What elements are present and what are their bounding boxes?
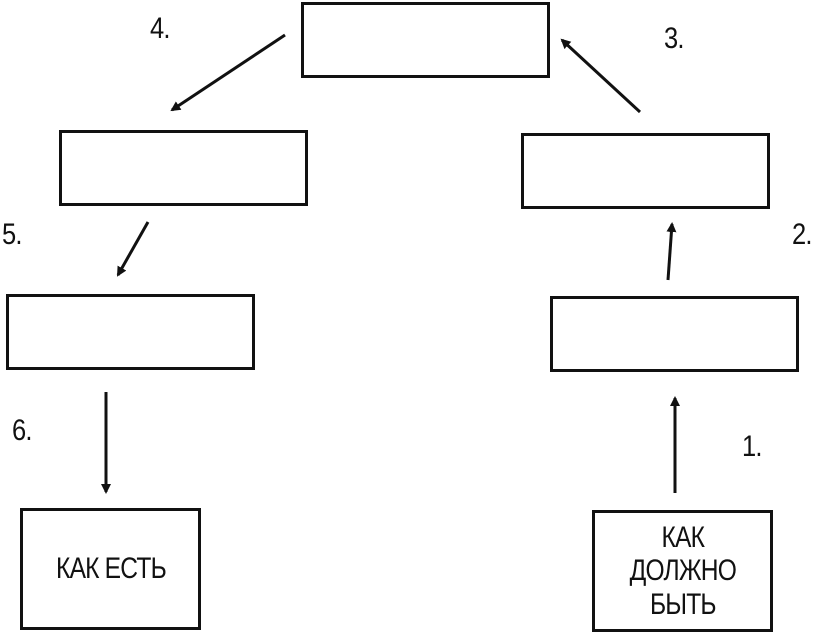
- box-upper-left: [59, 130, 308, 206]
- box-upper-right: [521, 133, 770, 209]
- arrow-step-2: [666, 222, 677, 281]
- step-number-5: 5.: [2, 218, 22, 251]
- step-number-1: 1.: [742, 430, 762, 463]
- step-number-4: 4.: [150, 12, 170, 45]
- box-top: [301, 2, 550, 78]
- arrow-step-3: [560, 38, 642, 114]
- arrow-step-5: [116, 221, 150, 277]
- step-number-6: 6.: [12, 414, 32, 447]
- step-number-2: 2.: [792, 218, 812, 251]
- box-to-be: КАК ДОЛЖНО БЫТЬ: [592, 510, 773, 632]
- step-number-3: 3.: [664, 22, 684, 55]
- box-lower-left: [6, 294, 255, 370]
- as-is-label: КАК ЕСТЬ: [55, 552, 167, 586]
- box-as-is: КАК ЕСТЬ: [20, 508, 201, 630]
- arrow-step-4: [170, 33, 286, 112]
- box-lower-right: [550, 296, 799, 372]
- to-be-label: КАК ДОЛЖНО БЫТЬ: [629, 520, 736, 621]
